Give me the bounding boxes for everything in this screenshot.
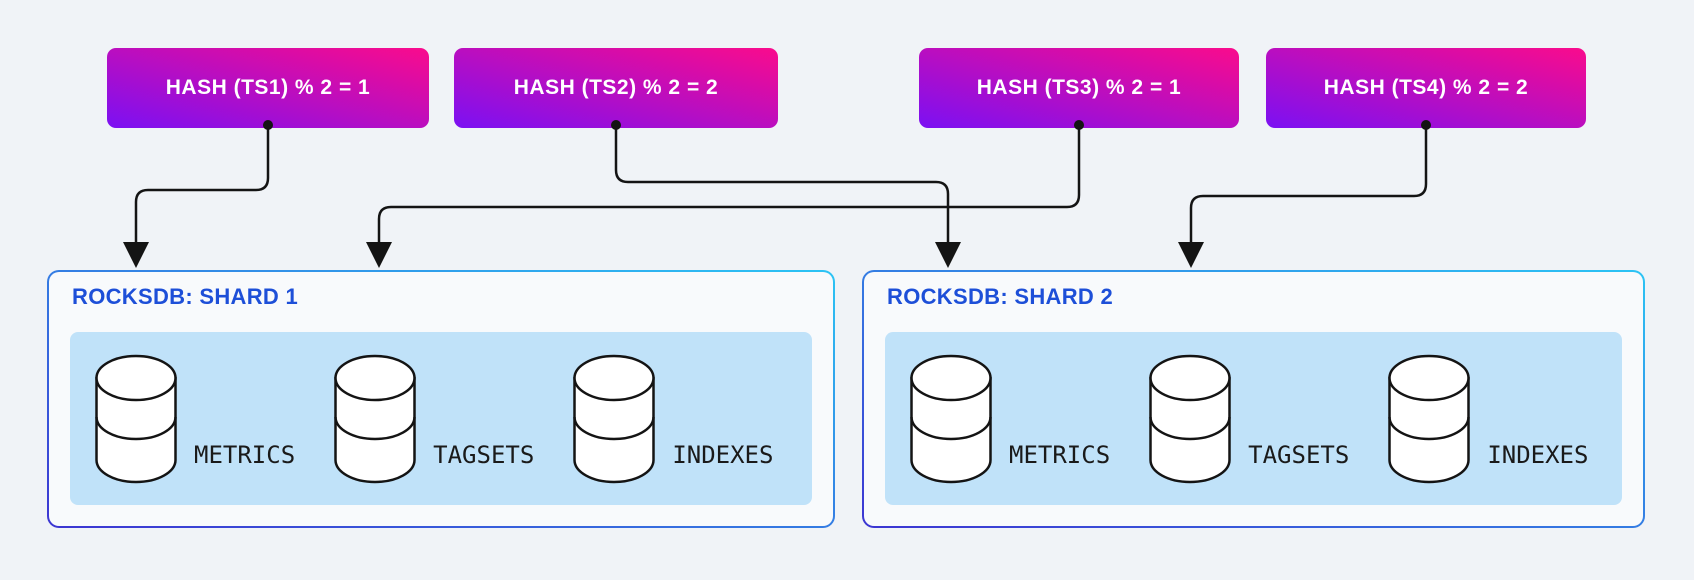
store-tagsets: TAGSETS [1148,353,1349,485]
hash-node-ts3: HASH (TS3) % 2 = 1 [919,48,1239,128]
connector-ts4-to-shard2 [1189,123,1428,246]
store-label: METRICS [1009,440,1111,469]
arrowhead-icon-shard1-b [366,242,392,268]
database-icon [910,354,992,483]
store-tagsets: TAGSETS [333,353,534,485]
hash-node-ts4: HASH (TS4) % 2 = 2 [1266,48,1586,128]
store-label: METRICS [194,440,296,469]
shard-1-container: ROCKSDB: SHARD 1 METRICS [47,270,835,528]
arrowhead-icon-shard2-b [1178,242,1204,268]
shard-1-body: ROCKSDB: SHARD 1 METRICS [49,272,833,526]
hash-node-ts2: HASH (TS2) % 2 = 2 [454,48,778,128]
shard-2-store-panel: METRICS TAGSETS INDEXE [885,332,1622,505]
connector-ts1-to-shard1 [134,123,270,246]
shard-2-container: ROCKSDB: SHARD 2 METRICS [862,270,1645,528]
shard-2-body: ROCKSDB: SHARD 2 METRICS [864,272,1643,526]
store-indexes: INDEXES [572,353,773,485]
shard-2-title: ROCKSDB: SHARD 2 [887,284,1114,309]
store-indexes: INDEXES [1387,353,1588,485]
store-metrics: METRICS [909,353,1110,485]
arrowhead-icon-shard1-a [123,242,149,268]
connector-ts3-to-shard1 [377,123,1081,246]
store-label: TAGSETS [1248,440,1350,469]
hash-node-ts1: HASH (TS1) % 2 = 1 [107,48,429,128]
database-icon [334,354,416,483]
shard-1-store-panel: METRICS TAGSETS INDEXE [70,332,812,505]
database-icon [573,354,656,483]
store-label: INDEXES [672,440,774,469]
connector-ts2-to-shard2 [614,123,950,246]
database-icon [1149,354,1231,483]
arrowhead-icon-shard2-a [935,242,961,268]
database-icon [1388,354,1471,483]
store-label: TAGSETS [433,440,535,469]
database-icon [95,354,177,483]
store-label: INDEXES [1487,440,1589,469]
store-metrics: METRICS [94,353,295,485]
shard-1-title: ROCKSDB: SHARD 1 [72,284,299,309]
